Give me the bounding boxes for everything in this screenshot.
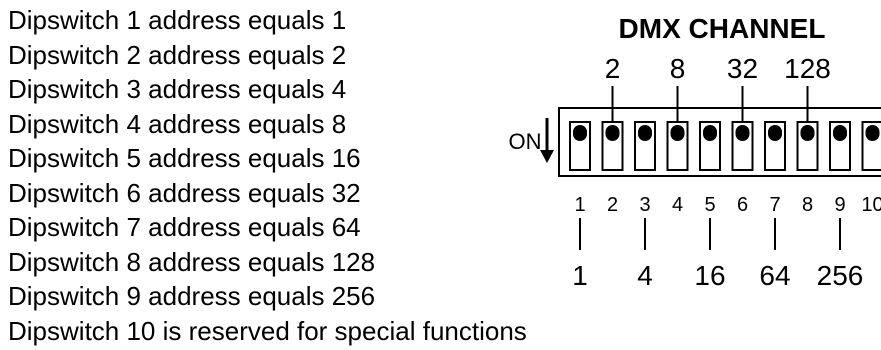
dmx-bottom-value-label: 256 (817, 260, 864, 291)
dipswitch-lever (833, 125, 847, 141)
dmx-channel-title: DMX CHANNEL (619, 13, 826, 44)
dipswitch-lever (735, 125, 750, 141)
dipswitch-9 (829, 121, 851, 171)
dipswitch-6 (731, 121, 754, 171)
dipswitch-2 (601, 121, 624, 171)
dipswitch-description-line: Dipswitch 4 address equals 8 (8, 108, 347, 139)
switch-number-label: 4 (672, 194, 683, 216)
dipswitch-lever (573, 125, 587, 141)
switch-number-label: 1 (574, 194, 585, 216)
dipswitch-description-line: Dipswitch 8 address equals 128 (8, 246, 376, 277)
dipswitch-5 (699, 121, 721, 171)
switch-number-label: 3 (639, 194, 650, 216)
switch-number-label: 9 (834, 194, 845, 216)
dmx-bottom-value-label: 64 (759, 260, 790, 291)
switch-number-label: 6 (737, 194, 748, 216)
on-label: ON (509, 129, 542, 154)
dipswitch-lever (605, 125, 620, 141)
dipswitch-description-line: Dipswitch 7 address equals 64 (8, 212, 361, 242)
dipswitch-description-line: Dipswitch 10 is reserved for special fun… (8, 315, 527, 346)
dipswitch-1 (569, 121, 591, 171)
dmx-top-value-label: 32 (727, 53, 758, 84)
dipswitch-7 (764, 121, 786, 171)
switch-number-label: 5 (704, 194, 715, 216)
dmx-bottom-value-label: 4 (637, 260, 653, 291)
dipswitch-10 (861, 121, 881, 171)
switch-number-label: 8 (802, 194, 813, 216)
dipswitch-lever (865, 125, 880, 141)
dmx-bottom-value-label: 16 (694, 260, 725, 291)
dmx-top-value-label: 128 (784, 53, 831, 84)
dipswitch-description-line: Dipswitch 1 address equals 1 (8, 5, 347, 35)
switch-number-label: 7 (769, 194, 780, 216)
dipswitch-description-line: Dipswitch 2 address equals 2 (8, 39, 347, 70)
dipswitch-lever (638, 125, 652, 141)
dipswitch-description-line: Dipswitch 3 address equals 4 (8, 74, 347, 104)
dipswitch-4 (666, 121, 689, 171)
dmx-bottom-value-label: 1 (572, 260, 588, 291)
dipswitch-description-line: Dipswitch 9 address equals 256 (8, 281, 376, 311)
dipswitch-description-line: Dipswitch 5 address equals 16 (8, 143, 361, 173)
switch-number-label: 2 (607, 194, 618, 216)
dipswitch-3 (634, 121, 656, 171)
dipswitch-lever (800, 125, 815, 141)
dipswitch-8 (796, 121, 819, 171)
dmx-top-value-label: 2 (605, 53, 621, 84)
down-arrow-icon (540, 118, 554, 163)
dipswitch-lever (768, 125, 782, 141)
switch-number-label: 10 (861, 194, 881, 216)
dipswitch-lever (670, 125, 685, 141)
dipswitch-description-line: Dipswitch 6 address equals 32 (8, 177, 361, 208)
dipswitch-description-list: Dipswitch 1 address equals 1 Dipswitch 2 … (8, 3, 527, 348)
dmx-top-value-label: 8 (670, 53, 686, 84)
dipswitch-lever (703, 125, 717, 141)
